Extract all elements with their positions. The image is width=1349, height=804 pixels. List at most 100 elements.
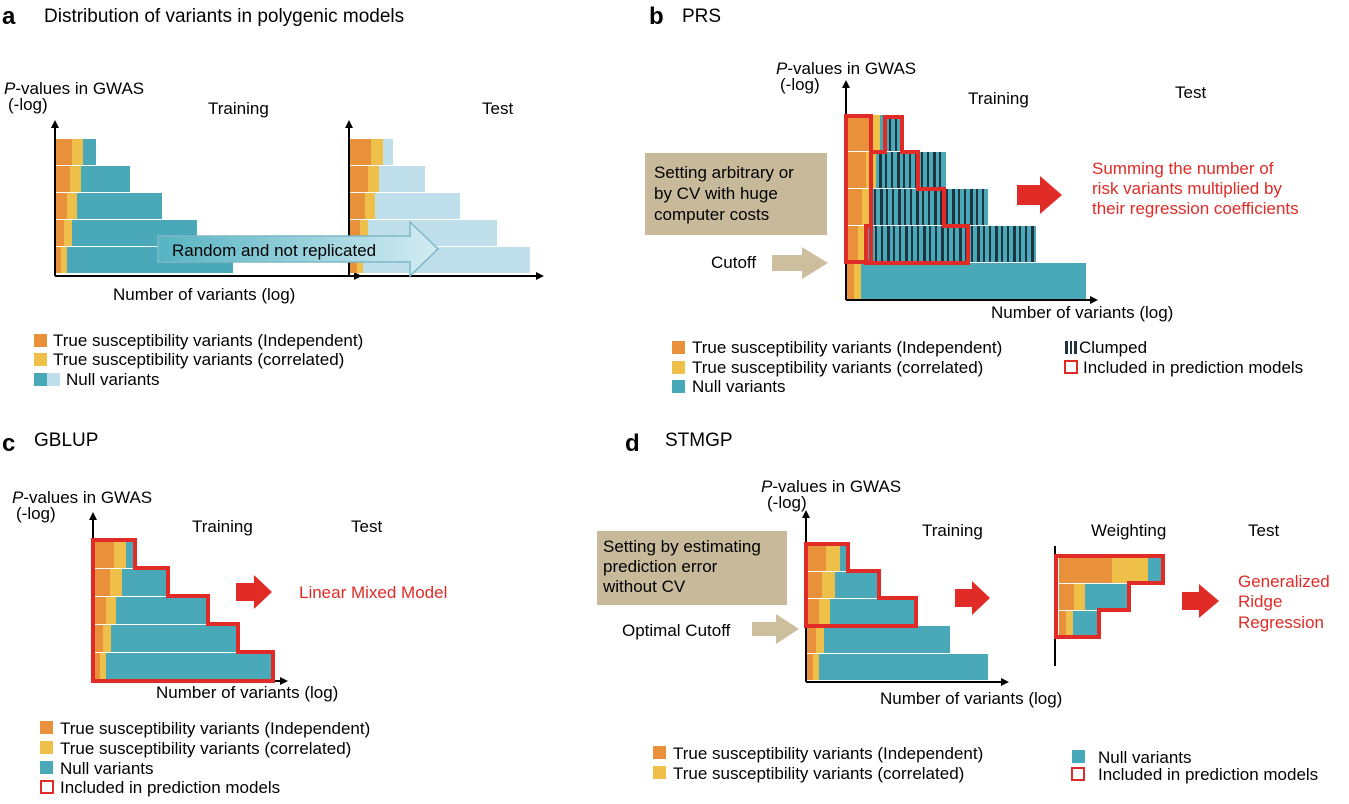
panel-c-legend-swatch-correlated <box>40 741 53 754</box>
clumped-stripe <box>1019 226 1021 262</box>
panel-d-weighting-outline <box>1054 554 1165 639</box>
clumped-stripe <box>947 226 949 262</box>
clumped-stripe <box>982 189 984 225</box>
clumped-stripe <box>1001 226 1003 262</box>
panel-a-test-label: Test <box>482 99 513 118</box>
panel-b-xaxis-label: Number of variants (log) <box>991 303 1173 322</box>
clumped-stripe <box>875 226 877 262</box>
clumped-stripe <box>881 226 883 262</box>
clumped-stripe <box>935 226 937 262</box>
clumped-stripe <box>946 189 948 225</box>
clumped-stripe <box>952 189 955 225</box>
clumped-stripe <box>933 152 936 188</box>
clumped-stripe <box>927 152 929 188</box>
clumped-stripe <box>886 189 888 225</box>
panel-b-result-arrow <box>1017 176 1062 214</box>
panel-b-training-label: Training <box>968 89 1029 108</box>
panel-c-training-label: Training <box>192 517 253 536</box>
panel-c-letter: c <box>2 430 15 457</box>
panel-a-yaxis-label: P-values in GWAS <box>4 79 144 98</box>
clumped-stripe <box>917 226 919 262</box>
panel-c-title: GBLUP <box>34 430 98 451</box>
clumped-stripe <box>899 226 901 262</box>
clumped-stripe <box>889 115 891 151</box>
panel-b-legend-included: Included in prediction models <box>1083 358 1303 377</box>
panel-b-yaxis-label: P-values in GWAS <box>776 59 916 78</box>
panel-d-legend-swatch-independent <box>653 746 666 759</box>
clumped-stripe <box>910 189 912 225</box>
panel-c-result-arrow <box>236 575 272 609</box>
panel-d-legend-swatch-included <box>1071 767 1085 781</box>
panel-b-legend-swatch-correlated <box>672 361 685 374</box>
panel-a-title: Distribution of variants in polygenic mo… <box>44 6 404 27</box>
panel-b-result-line-2: risk variants multiplied by <box>1092 179 1282 198</box>
panel-d-included-outline <box>804 542 918 628</box>
panel-a-legend-swatch-null <box>34 373 47 386</box>
panel-d-yaxis-label: P-values in GWAS <box>761 477 901 496</box>
panel-d-training-label: Training <box>922 521 983 540</box>
panel-c-legend-independent: True susceptibility variants (Independen… <box>60 719 370 738</box>
panel-a-legend-independent: True susceptibility variants (Independen… <box>53 331 363 350</box>
panel-d-letter: d <box>625 430 640 457</box>
clumped-stripe <box>934 189 937 225</box>
clumped-stripe <box>923 226 926 262</box>
clumped-stripe <box>928 189 930 225</box>
clumped-stripe <box>879 152 882 188</box>
panel-c-bars <box>94 541 272 679</box>
panel-d-legend-independent: True susceptibility variants (Independen… <box>673 744 983 763</box>
panel-b-legend-swatch-independent <box>672 341 685 354</box>
panel-c: c GBLUP P-values in GWAS (-log) Training… <box>2 430 447 797</box>
clumped-stripe <box>983 226 985 262</box>
clumped-stripe <box>887 226 890 262</box>
panel-b-legend-null: Null variants <box>692 377 786 396</box>
clumped-stripe <box>897 152 900 188</box>
clumped-stripe <box>874 189 876 225</box>
panel-a: a Distribution of variants in polygenic … <box>2 3 544 389</box>
panel-c-legend-included: Included in prediction models <box>60 778 280 797</box>
clumped-stripe <box>940 189 942 225</box>
clumped-stripe <box>1031 226 1034 262</box>
clumped-stripe <box>939 152 941 188</box>
clumped-stripe <box>893 226 895 262</box>
panel-d-cutoff-label: Optimal Cutoff <box>622 621 731 640</box>
clumped-stripe <box>953 226 955 262</box>
panel-d-test-label: Test <box>1248 521 1279 540</box>
panel-a-training-bars <box>55 139 233 273</box>
panel-a-yaxis-unit: (-log) <box>8 95 48 114</box>
panel-c-yaxis-label: P-values in GWAS <box>12 488 152 507</box>
panel-a-training-label: Training <box>208 99 269 118</box>
panel-b-legend-swatch-included <box>1064 360 1078 374</box>
panel-b-setting-box <box>645 153 827 235</box>
clumped-stripe <box>971 226 973 262</box>
panel-d-legend-included: Included in prediction models <box>1098 765 1318 784</box>
panel-a-legend-swatch-correlated <box>34 353 47 366</box>
clumped-stripe <box>964 189 966 225</box>
panel-b-cutoff-arrow <box>772 247 828 279</box>
panel-a-legend-correlated: True susceptibility variants (correlated… <box>53 350 344 369</box>
panel-d-legend-swatch-null <box>1072 750 1085 763</box>
clumped-stripe <box>959 226 962 262</box>
panel-b-included-outline-inner <box>864 115 970 265</box>
panel-b-cutoff-label: Cutoff <box>711 253 756 272</box>
clumped-stripe <box>895 115 897 151</box>
panel-c-yaxis-unit: (-log) <box>16 504 56 523</box>
panel-b: b PRS P-values in GWAS (-log) Training T… <box>645 3 1303 396</box>
clumped-stripe <box>976 189 978 225</box>
panel-b-legend-correlated: True susceptibility variants (correlated… <box>692 358 983 377</box>
panel-c-xaxis-label: Number of variants (log) <box>156 683 338 702</box>
panel-d-cutoff-arrow <box>752 614 799 644</box>
panel-c-legend-correlated: True susceptibility variants (correlated… <box>60 739 351 758</box>
panel-d-legend-correlated: True susceptibility variants (correlated… <box>673 764 964 783</box>
panel-d-result-line-3: Regression <box>1238 613 1324 632</box>
panel-b-setting-line-2: by CV with huge <box>654 184 778 203</box>
panel-a-legend-swatch-null-light <box>47 373 60 386</box>
clumped-stripe <box>922 189 924 225</box>
panel-b-setting-line-3: computer costs <box>654 205 769 224</box>
clumped-stripe <box>909 152 911 188</box>
panel-b-legend-swatch-clumped <box>1065 341 1077 354</box>
panel-d-xaxis-label: Number of variants (log) <box>880 689 1062 708</box>
panel-b-yaxis-unit: (-log) <box>780 75 820 94</box>
clumped-stripe <box>885 152 887 188</box>
panel-d-setting-line-3: without CV <box>602 577 686 596</box>
